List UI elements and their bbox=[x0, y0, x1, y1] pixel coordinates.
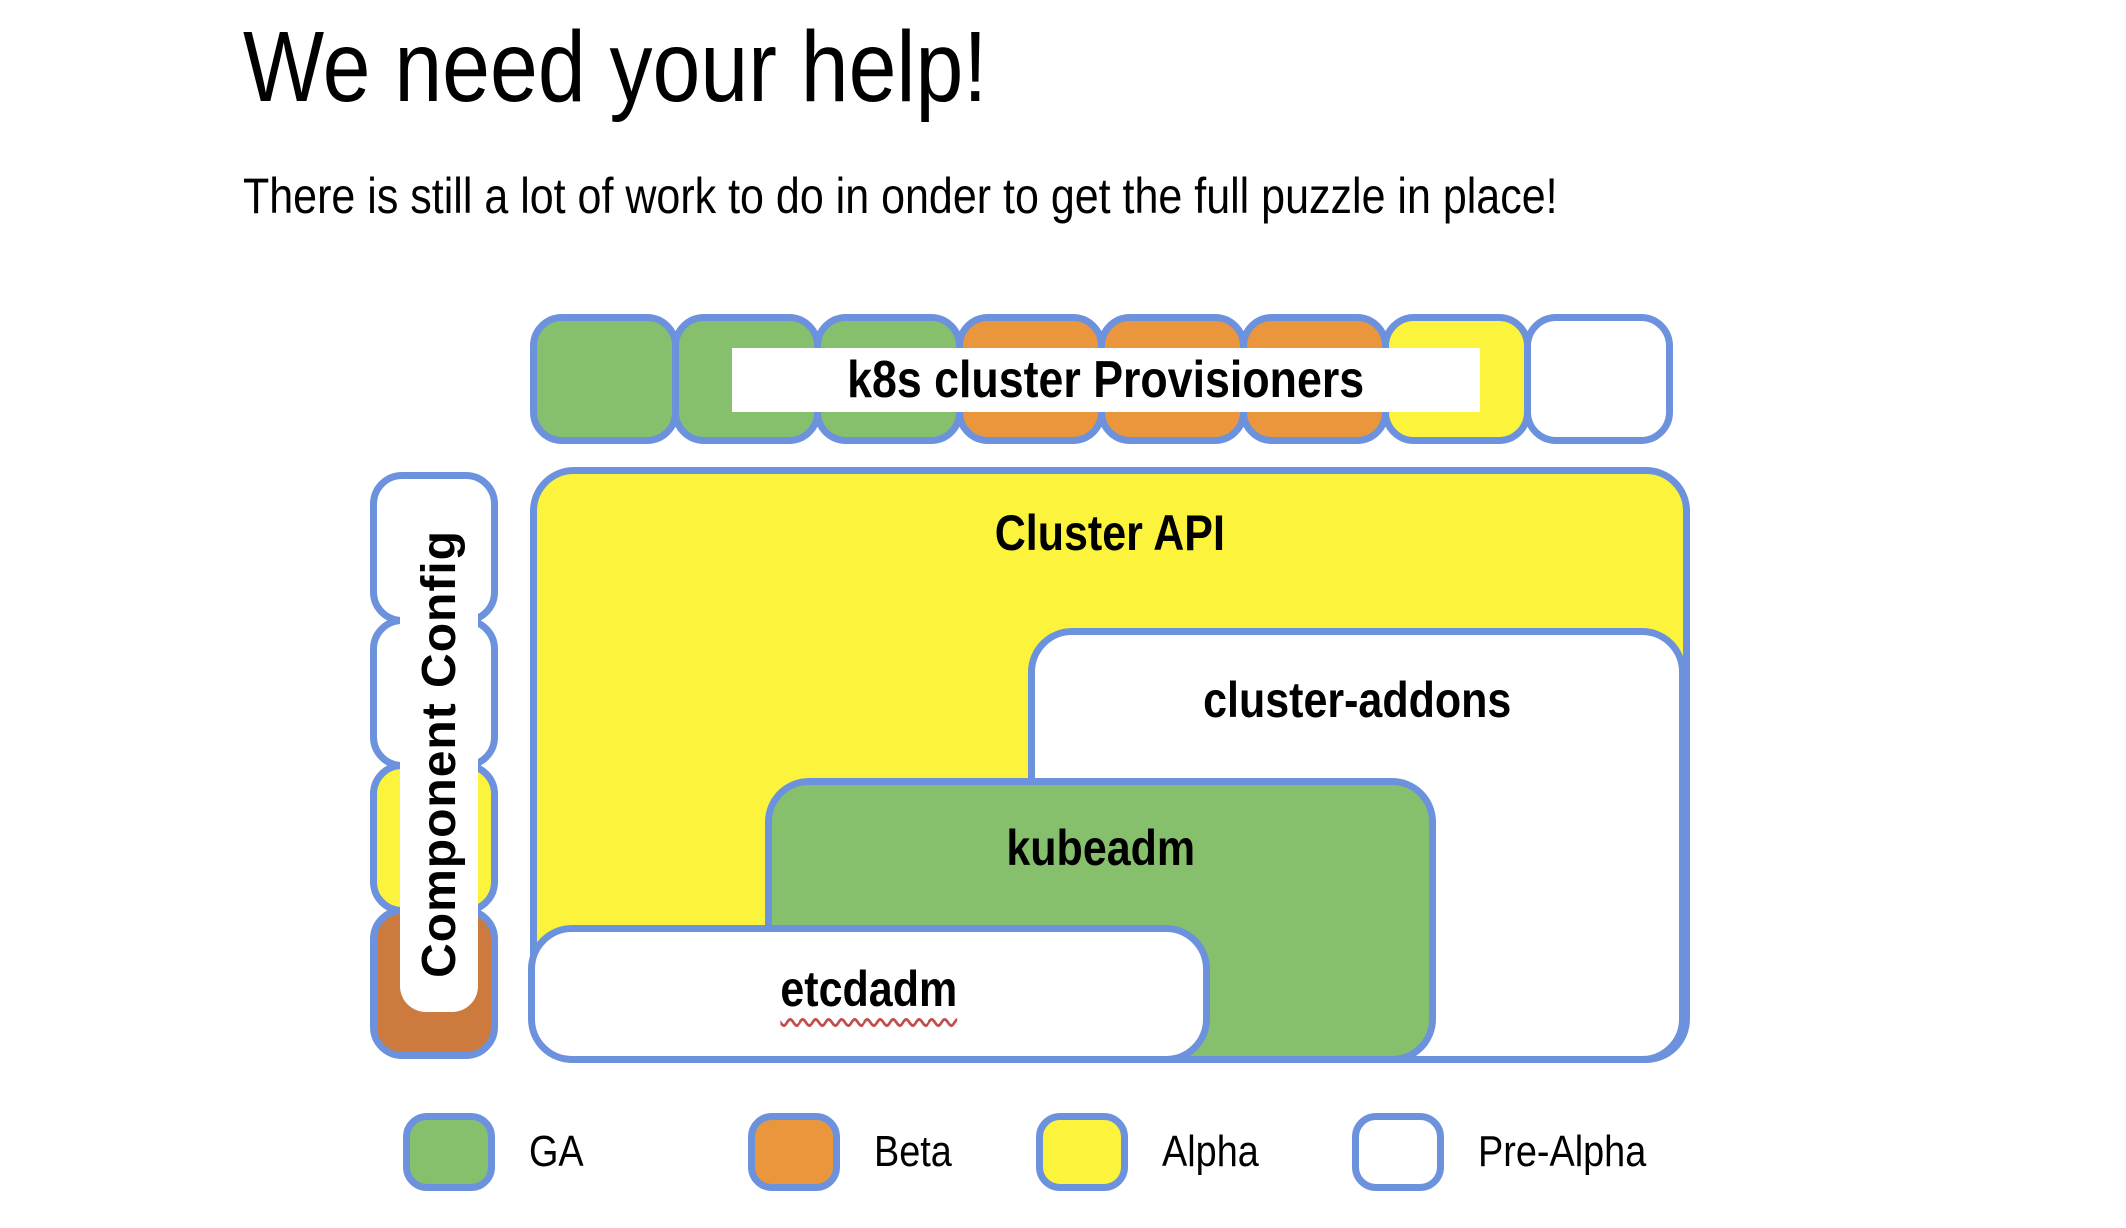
legend-item-ga: GA bbox=[403, 1113, 593, 1191]
legend-item-pre-alpha: Pre-Alpha bbox=[1352, 1113, 1674, 1191]
page-title: We need your help! bbox=[243, 10, 1108, 125]
component-config-label: Component Config bbox=[400, 496, 478, 1012]
legend-swatch-pre-alpha bbox=[1352, 1113, 1444, 1191]
legend-label-alpha: Alpha bbox=[1162, 1127, 1259, 1176]
legend-label-beta: Beta bbox=[874, 1127, 952, 1176]
legend-item-alpha: Alpha bbox=[1036, 1113, 1275, 1191]
legend-item-beta: Beta bbox=[748, 1113, 965, 1191]
legend-swatch-alpha bbox=[1036, 1113, 1128, 1191]
page-subtitle-text: There is still a lot of work to do in on… bbox=[243, 168, 1558, 224]
component-config-label-text: Component Config bbox=[412, 530, 466, 978]
legend-swatch-ga bbox=[403, 1113, 495, 1191]
puzzle-piece-ga bbox=[530, 314, 679, 444]
cluster-api-label: Cluster API bbox=[994, 505, 1226, 561]
page-title-text: We need your help! bbox=[243, 11, 988, 123]
legend-swatch-beta bbox=[748, 1113, 840, 1191]
legend-label-pre-alpha: Pre-Alpha bbox=[1478, 1127, 1647, 1176]
provisioners-label: k8s cluster Provisioners bbox=[732, 348, 1480, 412]
puzzle-piece-pre-alpha bbox=[1524, 314, 1673, 444]
etcdadm-label: etcdadm bbox=[780, 961, 958, 1017]
page-subtitle: There is still a lot of work to do in on… bbox=[243, 166, 1772, 226]
etcdadm-box: etcdadm bbox=[528, 925, 1210, 1063]
cluster-addons-label: cluster-addons bbox=[1202, 672, 1512, 728]
legend-label-ga: GA bbox=[529, 1127, 584, 1176]
kubeadm-label: kubeadm bbox=[1006, 820, 1195, 876]
provisioners-label-text: k8s cluster Provisioners bbox=[847, 351, 1365, 409]
